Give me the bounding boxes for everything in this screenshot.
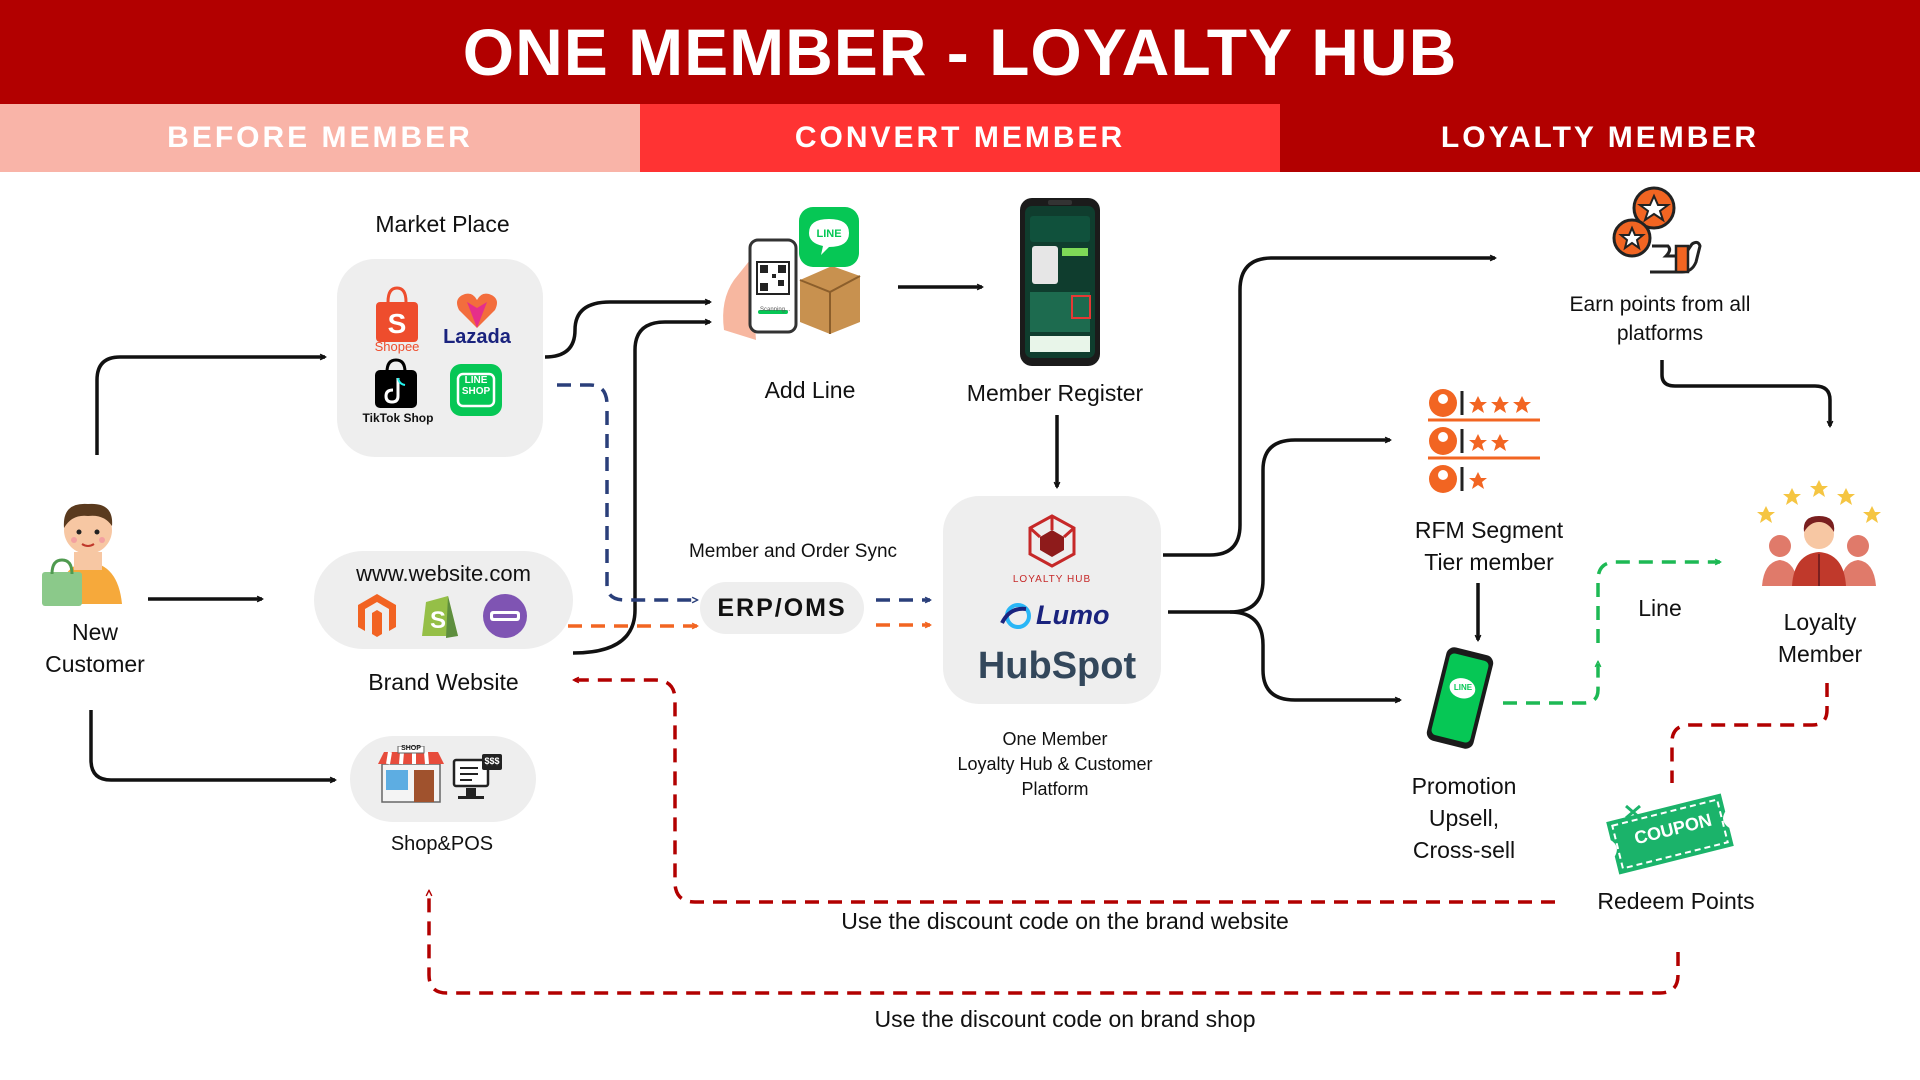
- coupon-icon: [1603, 791, 1737, 877]
- add-line-label: Add Line: [764, 377, 856, 403]
- shop-sign-text: SHOP: [401, 745, 421, 752]
- shop-redeem-caption: Use the discount code on brand shop: [874, 1006, 1256, 1032]
- line-phone-icon: [1426, 647, 1494, 749]
- promotion-line-badge-text: LINE: [1453, 683, 1473, 692]
- brand-website-label: Brand Website: [368, 669, 519, 695]
- redeem-points-label: Redeem Points: [1597, 888, 1755, 914]
- arrow-line-to-loyalty: [1596, 562, 1720, 643]
- shop-pos-card: [350, 736, 536, 822]
- tiered-star-rating-icon: [1428, 389, 1540, 493]
- woocommerce-icon: [483, 594, 527, 638]
- marketplace-card: [337, 259, 543, 457]
- arrow-hub-to-promotion: [1229, 610, 1400, 700]
- lazada-heart-icon: [457, 293, 497, 328]
- arrow-hub-to-rfm: [1168, 440, 1390, 614]
- loyalty-member-label: Loyalty Member: [1777, 609, 1863, 667]
- website-url: www.website.com: [356, 561, 531, 586]
- hand-with-star-coins-icon: [1612, 186, 1702, 274]
- line-shop-icon: [450, 364, 502, 416]
- website-redeem-caption: Use the discount code on the brand websi…: [841, 908, 1289, 934]
- member-register-label: Member Register: [966, 380, 1144, 406]
- loyalty-hub-cube-icon: [1028, 514, 1076, 568]
- shopee-bag-icon: S: [376, 286, 418, 342]
- loyalty-hub-logo-text: LOYALTY HUB: [1012, 574, 1092, 585]
- line-badge-text: LINE: [816, 228, 842, 240]
- phone-qr-scan-icon: [723, 238, 861, 340]
- rfm-label: RFM Segment Tier member: [1414, 517, 1564, 575]
- phase-loyalty-member: LOYALTY MEMBER: [1280, 104, 1920, 172]
- lumo-logo-icon: [1000, 603, 1031, 629]
- phase-label: LOYALTY MEMBER: [1440, 121, 1760, 154]
- shopify-icon: S: [422, 596, 458, 638]
- arrow-hub-to-earn: [1163, 258, 1495, 557]
- member-group-with-stars-icon: [1757, 480, 1881, 586]
- arrow-marketplace-to-addline: [544, 302, 710, 359]
- sync-caption: Member and Order Sync: [688, 541, 898, 562]
- line-badge-icon: [799, 207, 859, 267]
- shop-pos-label: Shop&POS: [390, 833, 494, 855]
- phone-register-screen-icon: [1020, 198, 1100, 366]
- arrow-sync-blue-in: [557, 383, 697, 600]
- svg-text:S: S: [388, 308, 407, 339]
- shopee-logo-text: Shopee: [374, 339, 420, 354]
- storefront-icon: [378, 746, 444, 803]
- svg-text:S: S: [430, 607, 446, 634]
- lumo-logo-text: Lumo: [1036, 600, 1110, 630]
- promotion-label: Promotion Upsell, Cross-sell: [1411, 773, 1517, 863]
- pos-terminal-icon: [452, 754, 502, 799]
- phase-convert-member: CONVERT MEMBER: [640, 104, 1280, 172]
- arrow-earn-to-loyalty: [1660, 360, 1830, 426]
- arrow-customer-to-marketplace: [95, 357, 325, 455]
- arrow-website-to-addline: [572, 322, 710, 655]
- phase-label: CONVERT MEMBER: [794, 121, 1126, 154]
- line-shop-logo-text: LINE SHOP: [461, 375, 491, 397]
- phase-before-member: BEFORE MEMBER: [0, 104, 640, 172]
- title-bar: ONE MEMBER - LOYALTY HUB: [0, 0, 1920, 104]
- person-with-shopping-bag-icon: [42, 503, 122, 606]
- arrow-redeem-to-shop: [429, 891, 1680, 995]
- arrow-promotion-to-loyalty: [1503, 662, 1598, 705]
- magento-icon: [358, 594, 396, 637]
- arrow-customer-to-shop: [89, 710, 335, 780]
- earn-points-label: Earn points from all platforms: [1569, 293, 1751, 345]
- phase-label: BEFORE MEMBER: [167, 121, 473, 154]
- page-title: ONE MEMBER - LOYALTY HUB: [462, 15, 1458, 89]
- line-channel-label: Line: [1638, 595, 1682, 621]
- hub-caption: One Member Loyalty Hub & Customer Platfo…: [957, 729, 1153, 799]
- erp-oms-pill: ERP/OMS: [700, 582, 864, 634]
- qr-scan-text: Scanning...: [759, 307, 791, 313]
- tiktok-bag-icon: [375, 358, 417, 408]
- pos-price-text: $$$: [484, 756, 500, 766]
- tiktok-logo-text: TikTok Shop: [362, 411, 434, 425]
- marketplace-label: Market Place: [375, 211, 510, 237]
- new-customer-label: New Customer: [45, 619, 145, 677]
- arrow-loyalty-to-redeem: [1670, 683, 1829, 783]
- hubspot-logo-icon: HubSpot: [977, 645, 1137, 687]
- lazada-logo-text: Lazada: [443, 326, 511, 348]
